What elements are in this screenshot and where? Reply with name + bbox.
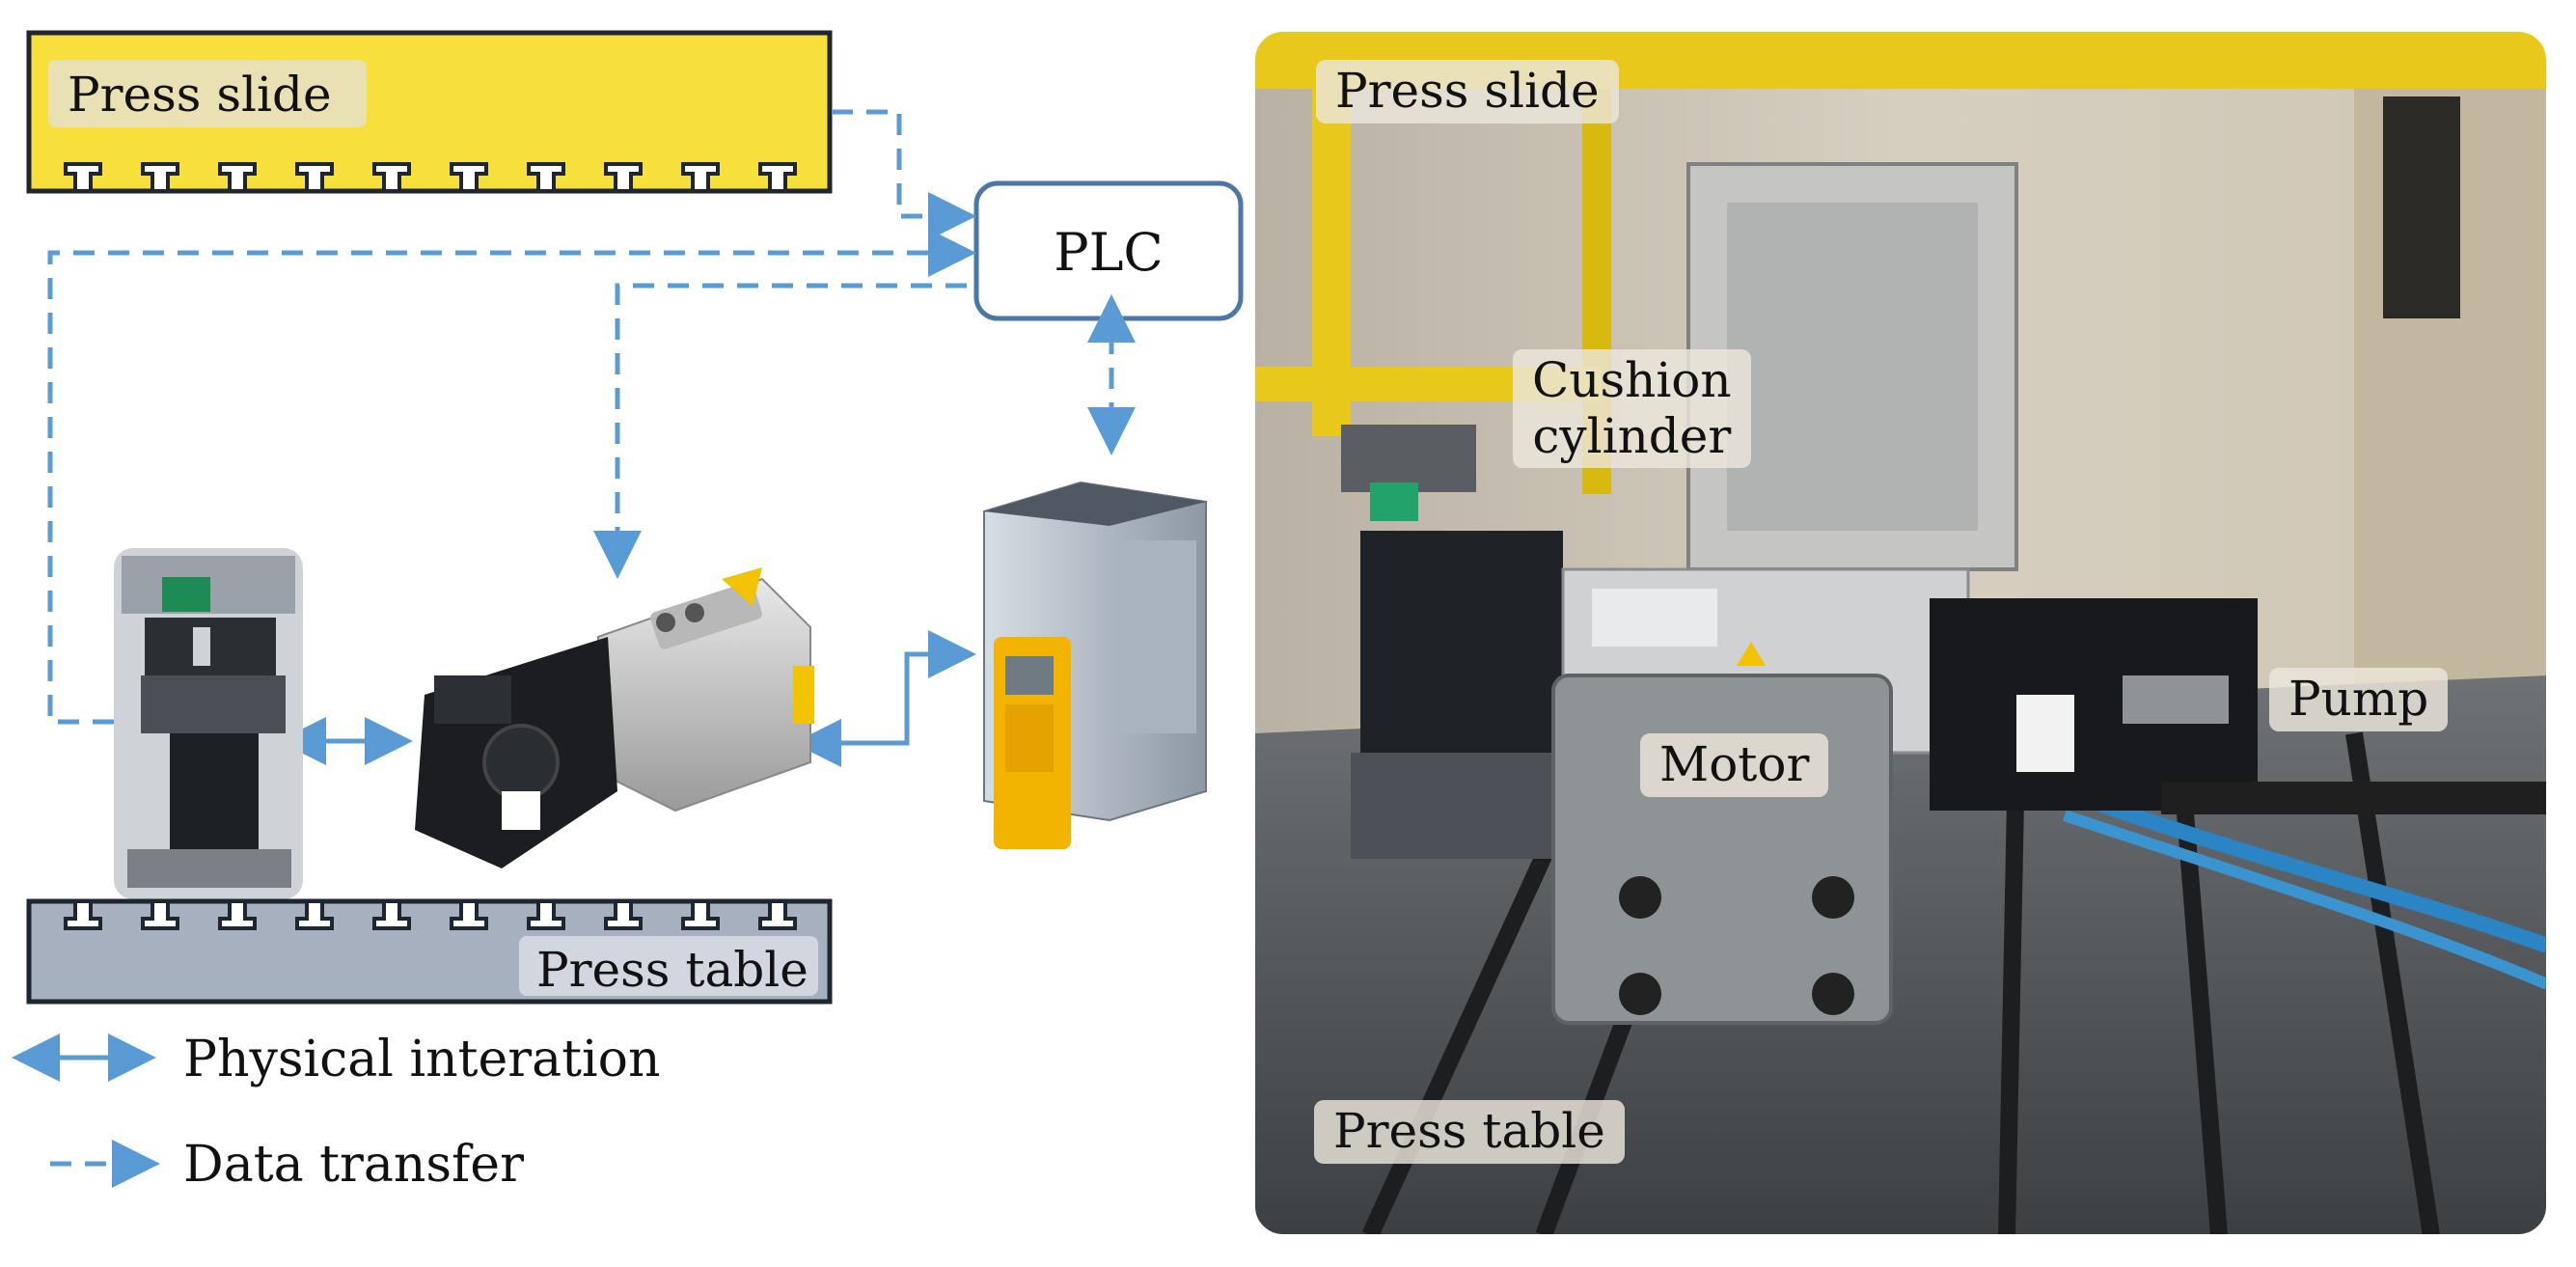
test-rig-photo <box>1254 31 2547 1235</box>
t-slot-row-bottom <box>64 899 797 930</box>
press-slide-block <box>26 30 833 194</box>
cushion-cylinder-image <box>114 548 303 899</box>
physical-interaction-arrows <box>278 630 976 767</box>
photo-cushion-cylinder-label: Cushion cylinder <box>1513 349 1751 468</box>
motor-drive-arrow <box>793 630 976 767</box>
photo-frame <box>1253 30 2548 1236</box>
t-slot-row-top <box>64 162 797 193</box>
motor-pump-image <box>415 567 814 868</box>
photo-press-table-label: Press table <box>1314 1100 1625 1164</box>
photo-pump-label: Pump <box>2269 668 2449 731</box>
data-transfer-lines <box>47 109 1136 725</box>
cushion-line-2: cylinder <box>1532 407 1732 464</box>
photo-press-slide-label: Press slide <box>1316 60 1619 124</box>
press-slide-label: Press slide <box>68 67 332 123</box>
legend-data-label: Data transfer <box>183 1136 524 1194</box>
legend <box>12 1033 160 1188</box>
cushion-line-1: Cushion <box>1532 352 1732 408</box>
legend-physical-label: Physical interation <box>183 1031 660 1088</box>
press-table-label: Press table <box>536 942 808 998</box>
cylinder-to-plc-line <box>47 229 976 725</box>
plc-to-motor-line <box>593 283 967 579</box>
photo-motor-label: Motor <box>1640 733 1829 797</box>
plc-label: PLC <box>1054 222 1164 283</box>
press-table-block <box>26 898 833 1005</box>
drive-unit-image <box>983 481 1207 849</box>
slide-to-plc-line <box>832 109 976 240</box>
